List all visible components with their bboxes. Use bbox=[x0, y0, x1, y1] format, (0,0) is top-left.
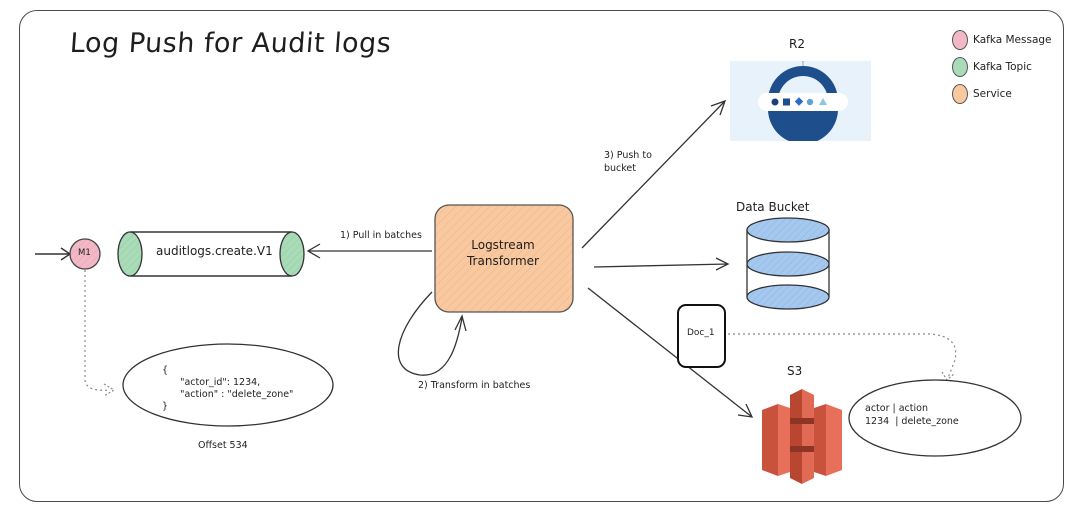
legend: Kafka Message Kafka Topic Service bbox=[952, 26, 1052, 107]
legend-item-kafka-message: Kafka Message bbox=[952, 26, 1052, 53]
pull-edge-label: 1) Pull in batches bbox=[340, 230, 422, 241]
r2-node[interactable] bbox=[730, 59, 871, 144]
transform-edge-label: 2) Transform in batches bbox=[418, 380, 531, 391]
legend-item-kafka-topic: Kafka Topic bbox=[952, 53, 1052, 80]
doc-label: Doc_1 bbox=[687, 328, 715, 338]
push-to-r2-arrow bbox=[581, 99, 727, 249]
data-bucket-node[interactable] bbox=[746, 217, 830, 310]
legend-item-service: Service bbox=[952, 80, 1052, 107]
data-bucket-label: Data Bucket bbox=[736, 200, 810, 214]
message-payload-connector bbox=[84, 270, 116, 397]
topic-label: auditlogs.create.V1 bbox=[156, 244, 273, 258]
push-edge-label-line2: bucket bbox=[604, 163, 637, 174]
message-payload-bubble bbox=[122, 343, 334, 427]
service-label-line1: Logstream bbox=[471, 238, 535, 252]
push-to-data-bucket-arrow bbox=[593, 257, 730, 271]
message-label: M1 bbox=[78, 248, 91, 258]
legend-label: Kafka Message bbox=[973, 33, 1052, 46]
topic-left-cap bbox=[117, 231, 143, 277]
kafka-topic-node[interactable] bbox=[117, 231, 305, 277]
service-label: Logstream Transformer bbox=[436, 237, 570, 269]
message-payload-text: { "actor_id": 1234, "action" : "delete_z… bbox=[162, 365, 294, 412]
legend-label: Service bbox=[973, 87, 1012, 100]
doc-node[interactable] bbox=[677, 304, 726, 368]
s3-icon[interactable] bbox=[762, 389, 842, 484]
kafka-topic-swatch-icon bbox=[952, 56, 968, 77]
pull-arrow bbox=[306, 243, 432, 259]
kafka-message-swatch-icon bbox=[952, 29, 968, 50]
r2-icon bbox=[758, 59, 848, 144]
s3-record-bubble bbox=[848, 379, 1022, 457]
service-node[interactable] bbox=[434, 204, 574, 313]
topic-right-cap bbox=[279, 231, 305, 277]
push-to-s3-arrow bbox=[587, 287, 754, 418]
service-swatch-icon bbox=[952, 83, 968, 104]
push-edge-label-line1: 3) Push to bbox=[604, 150, 652, 161]
transform-loop-arrow bbox=[397, 291, 467, 376]
s3-record-text: actor | action 1234 | delete_zone bbox=[865, 403, 959, 427]
diagram-title: Log Push for Audit logs bbox=[68, 28, 393, 59]
kafka-message-node[interactable] bbox=[69, 238, 101, 270]
s3-label: S3 bbox=[787, 364, 803, 378]
legend-label: Kafka Topic bbox=[973, 60, 1032, 73]
incoming-arrow bbox=[35, 247, 72, 261]
offset-label: Offset 534 bbox=[198, 440, 248, 451]
doc-record-connector bbox=[728, 333, 957, 381]
service-label-line2: Transformer bbox=[466, 254, 539, 268]
r2-label: R2 bbox=[789, 37, 805, 51]
